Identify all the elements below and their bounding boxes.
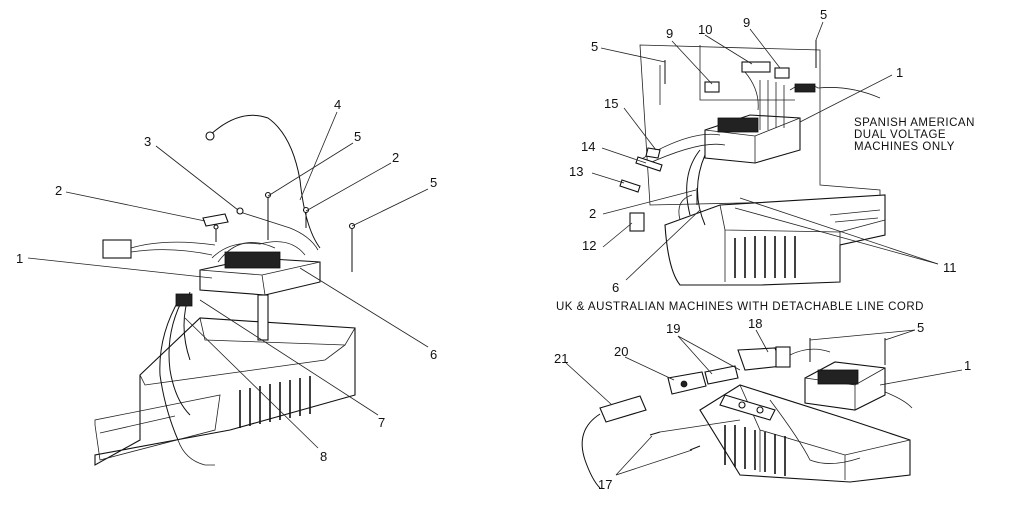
spanish-caption-line1: SPANISH AMERICAN: [854, 117, 975, 129]
callout-r1: 1: [896, 65, 903, 80]
tr-leaders: [591, 21, 939, 281]
callout-r10: 10: [698, 22, 712, 37]
left-base-housing: [94, 317, 356, 466]
top-right-assembly: 5 9 10 9 5 1 15 14 13 2 12 11 6 SPANISH …: [556, 7, 975, 313]
tr-terminal-9b: [774, 67, 790, 79]
callout-r13: 13: [569, 164, 583, 179]
left-vent-grille: [239, 376, 311, 428]
callout-r15: 15: [604, 96, 618, 111]
callout-6: 6: [430, 347, 437, 362]
tr-terminal-10: [741, 61, 771, 73]
br-plug-21: [599, 395, 647, 423]
left-plug-block: [102, 239, 132, 259]
callout-b18: 18: [748, 316, 762, 331]
callout-7: 7: [378, 415, 385, 430]
callout-b1: 1: [964, 358, 971, 373]
br-transformer: [804, 361, 886, 411]
tr-holder-14: [635, 156, 663, 172]
callout-3: 3: [144, 134, 151, 149]
br-leaders: [565, 329, 963, 476]
callout-r9: 9: [666, 26, 673, 41]
callout-2b: 2: [392, 150, 399, 165]
left-assembly: 1 2 3 4 5 2 5 6 7 8: [16, 97, 437, 466]
callout-2: 2: [55, 183, 62, 198]
callout-r6: 6: [612, 280, 619, 295]
tr-plate-12: [629, 212, 645, 232]
tr-cap-15: [645, 147, 661, 159]
callout-r5b: 5: [820, 7, 827, 22]
tr-transformer: [704, 71, 819, 164]
spanish-caption-line2: DUAL VOLTAGE: [854, 129, 946, 141]
br-clip-19: [704, 365, 739, 385]
spanish-caption-line3: MACHINES ONLY: [854, 141, 955, 153]
callout-5: 5: [354, 129, 361, 144]
callout-1: 1: [16, 251, 23, 266]
left-standoff: [257, 294, 269, 341]
callout-r11: 11: [943, 260, 957, 275]
callout-r2: 2: [589, 206, 596, 221]
tr-vent-grille: [734, 236, 796, 278]
left-screws: [213, 191, 356, 272]
callout-r5: 5: [591, 39, 598, 54]
uk-caption: UK & AUSTRALIAN MACHINES WITH DETACHABLE…: [556, 301, 924, 313]
callout-r14: 14: [581, 139, 595, 154]
tr-fuse-13: [619, 179, 641, 193]
callout-b21: 21: [554, 351, 568, 366]
left-ground-wire: [209, 114, 321, 249]
bottom-right-assembly: 5 1 18 19 20 21 17: [554, 316, 971, 492]
callout-b17: 17: [598, 477, 612, 492]
callout-8: 8: [320, 449, 327, 464]
callout-r9b: 9: [743, 15, 750, 30]
left-transformer: [199, 241, 321, 296]
callout-b19: 19: [666, 321, 680, 336]
callout-b5: 5: [917, 320, 924, 335]
callout-b20: 20: [614, 344, 628, 359]
left-leaders: [27, 111, 429, 449]
tr-terminal-9a: [704, 81, 720, 93]
callout-r12: 12: [582, 238, 596, 253]
br-inlet-18: [737, 347, 783, 371]
callout-4: 4: [334, 97, 341, 112]
callout-5b: 5: [430, 175, 437, 190]
br-vent-grille: [724, 425, 786, 476]
